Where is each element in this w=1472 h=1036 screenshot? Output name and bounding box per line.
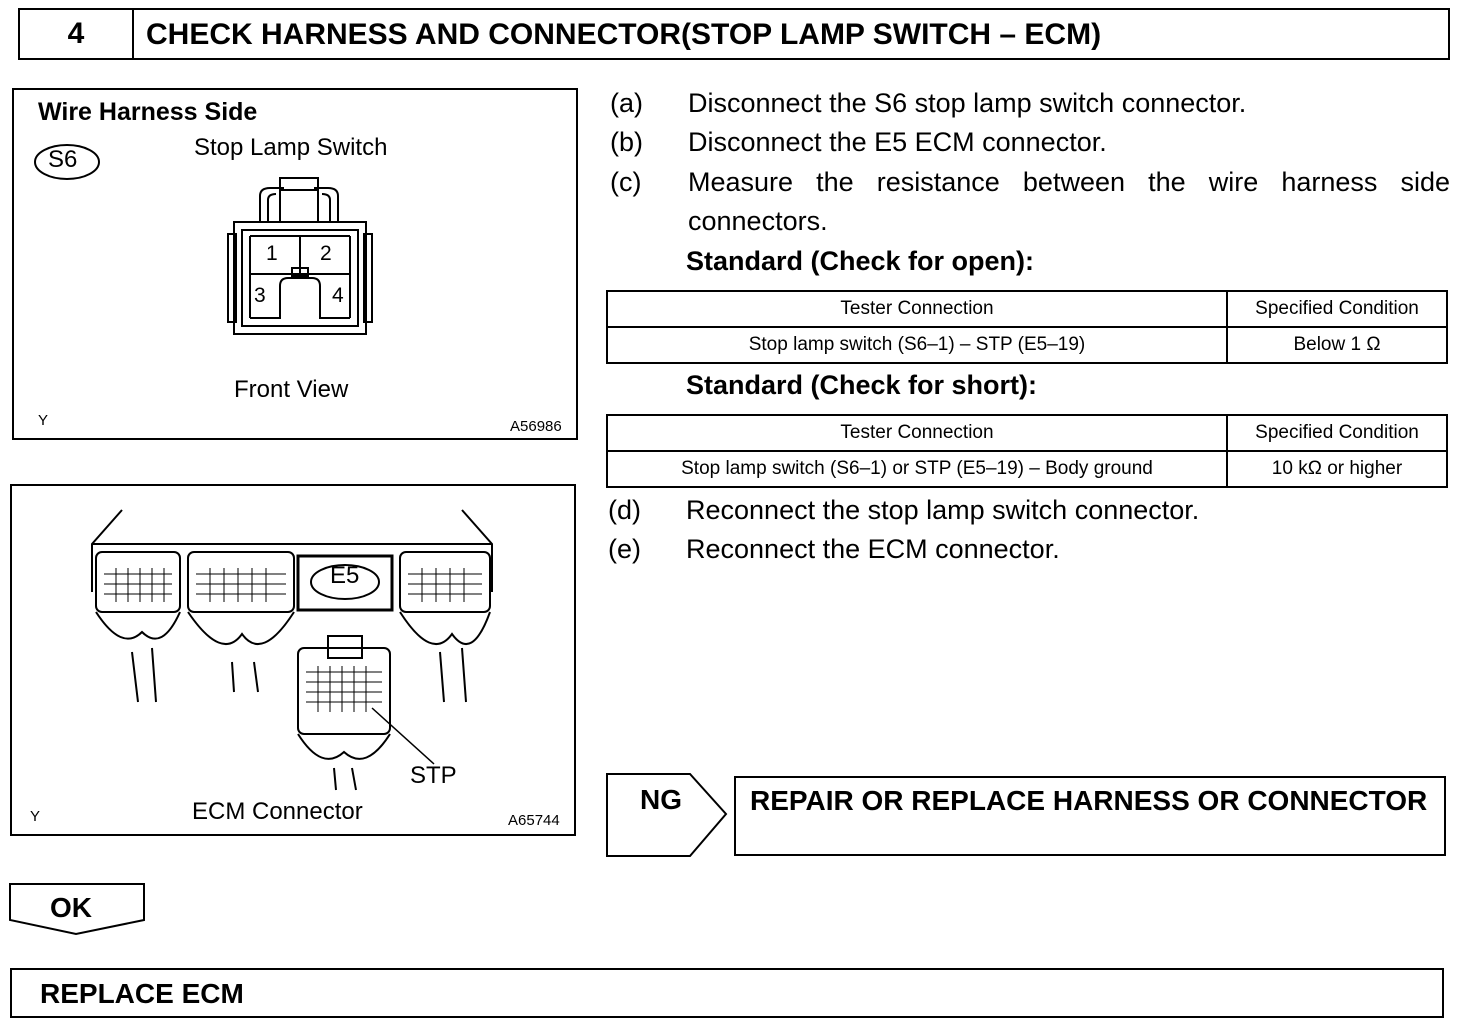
step-title: CHECK HARNESS AND CONNECTOR(STOP LAMP SW… xyxy=(146,18,1102,51)
step-text: Reconnect the ECM connector. xyxy=(686,534,1060,564)
ng-label: NG xyxy=(640,784,682,815)
step-text-continued: connectors. xyxy=(688,206,828,236)
table-row: Stop lamp switch (S6–1) or STP (E5–19) –… xyxy=(606,450,1448,488)
pin-2-label: 2 xyxy=(320,242,332,265)
standard-short-table: Tester Connection Specified Condition St… xyxy=(606,414,1448,488)
ecm-connector-code: E5 xyxy=(330,562,360,589)
final-result-box: REPLACE ECM xyxy=(10,968,1444,1018)
step-text: Measure the resistance between the wire … xyxy=(688,167,1450,197)
step-label: (c) xyxy=(610,167,642,197)
pin-4-label: 4 xyxy=(332,284,344,307)
ng-arrow-shape xyxy=(606,773,728,857)
connector-code-ellipse xyxy=(34,144,100,180)
pin-3-label: 3 xyxy=(254,284,266,307)
view-caption: Front View xyxy=(234,376,349,403)
standard-open-title: Standard (Check for open): xyxy=(686,246,1035,276)
ng-result-box: REPAIR OR REPLACE HARNESS OR CONNECTOR xyxy=(734,776,1446,856)
figure-caption: ECM Connector xyxy=(192,798,363,825)
final-result-text: REPLACE ECM xyxy=(40,978,244,1009)
table-cell: Stop lamp switch (S6–1) – STP (E5–19) xyxy=(606,326,1228,364)
corner-mark: Y xyxy=(30,808,41,825)
stp-terminal-label: STP xyxy=(410,762,457,789)
figure-id: A56986 xyxy=(510,418,562,435)
pin-1-label: 1 xyxy=(266,242,278,265)
column-header: Specified Condition xyxy=(1226,414,1448,452)
column-header: Tester Connection xyxy=(606,414,1228,452)
column-header: Tester Connection xyxy=(606,290,1228,328)
step-label: (e) xyxy=(608,534,641,564)
step-text: Disconnect the E5 ECM connector. xyxy=(688,127,1107,157)
table-cell: Stop lamp switch (S6–1) or STP (E5–19) –… xyxy=(606,450,1228,488)
step-label: (a) xyxy=(610,88,643,118)
connector-front-view-drawing xyxy=(227,177,373,335)
step-number: 4 xyxy=(20,10,134,58)
component-name: Stop Lamp Switch xyxy=(194,134,388,161)
step-header: 4 CHECK HARNESS AND CONNECTOR(STOP LAMP … xyxy=(18,8,1450,60)
step-label: (b) xyxy=(610,127,643,157)
stop-lamp-switch-figure: Wire Harness Side S6 Stop Lamp Switch xyxy=(12,88,578,440)
ok-arrow-shape xyxy=(9,883,145,936)
corner-mark: Y xyxy=(38,412,49,429)
column-header: Specified Condition xyxy=(1226,290,1448,328)
ecm-connector-figure: E5 STP ECM Connector Y A65744 xyxy=(10,484,576,836)
step-text: Reconnect the stop lamp switch connector… xyxy=(686,495,1200,525)
step-label: (d) xyxy=(608,495,641,525)
table-cell: Below 1 Ω xyxy=(1226,326,1448,364)
table-cell: 10 kΩ or higher xyxy=(1226,450,1448,488)
figure-title: Wire Harness Side xyxy=(38,98,258,126)
standard-short-title: Standard (Check for short): xyxy=(686,370,1038,400)
ecm-connector-drawing xyxy=(91,509,493,791)
ok-label: OK xyxy=(50,892,92,923)
table-row: Stop lamp switch (S6–1) – STP (E5–19) Be… xyxy=(606,326,1448,364)
standard-open-table: Tester Connection Specified Condition St… xyxy=(606,290,1448,364)
step-text: Disconnect the S6 stop lamp switch conne… xyxy=(688,88,1247,118)
connector-code-label: S6 xyxy=(48,146,78,173)
ng-result-text: REPAIR OR REPLACE HARNESS OR CONNECTOR xyxy=(750,785,1428,816)
figure-id: A65744 xyxy=(508,812,560,829)
